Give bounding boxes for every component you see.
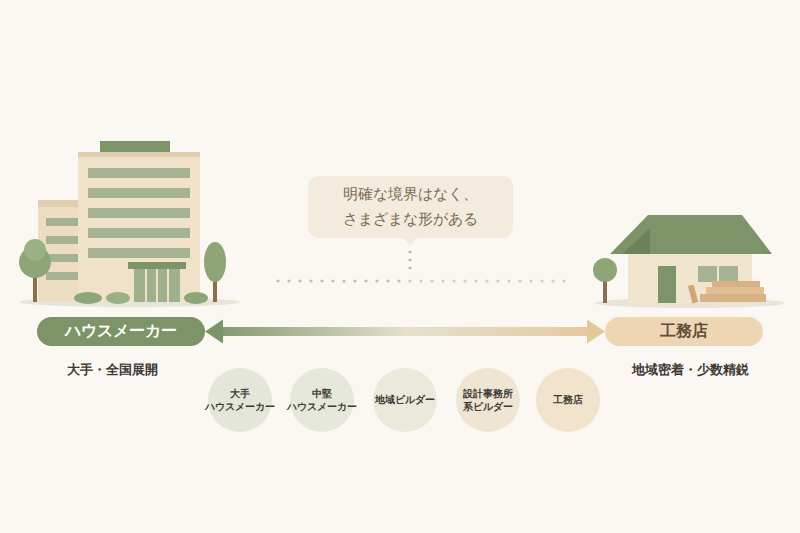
node-text: 設計事務所 系ビルダー — [448, 387, 528, 414]
type-circle: 工務店 — [536, 368, 600, 432]
node-text: 大手 ハウスメーカー — [200, 387, 280, 414]
category-pill: ハウスメーカー — [37, 317, 205, 346]
callout-bubble: 明確な境界はなく、 さまざまな形がある — [308, 176, 513, 238]
double-arrow — [205, 320, 605, 344]
building-illustration — [19, 141, 240, 307]
node-text: 工務店 — [609, 318, 759, 344]
node-text: 中堅 ハウスメーカー — [282, 387, 362, 414]
house-illustration — [593, 215, 785, 308]
node-text: 工務店 — [528, 393, 608, 407]
type-circle: 中堅 ハウスメーカー — [290, 368, 354, 432]
sub-caption: 地域密着・少数精鋭 — [590, 361, 790, 379]
type-circle: 大手 ハウスメーカー — [208, 368, 272, 432]
node-text: 地域ビルダー — [365, 393, 445, 407]
arrow-head — [587, 320, 605, 344]
category-pill: 工務店 — [605, 317, 763, 346]
type-circle: 設計事務所 系ビルダー — [456, 368, 520, 432]
node-text: 明確な境界はなく、 さまざまな形がある — [321, 182, 501, 232]
arrow-head — [205, 320, 223, 344]
type-circle: 地域ビルダー — [373, 368, 437, 432]
bubble-tail — [402, 237, 418, 245]
sub-caption: 大手・全国展開 — [12, 361, 212, 379]
leader-dots — [276, 250, 565, 282]
arrow-shaft — [219, 327, 591, 336]
node-text: ハウスメーカー — [41, 318, 201, 344]
